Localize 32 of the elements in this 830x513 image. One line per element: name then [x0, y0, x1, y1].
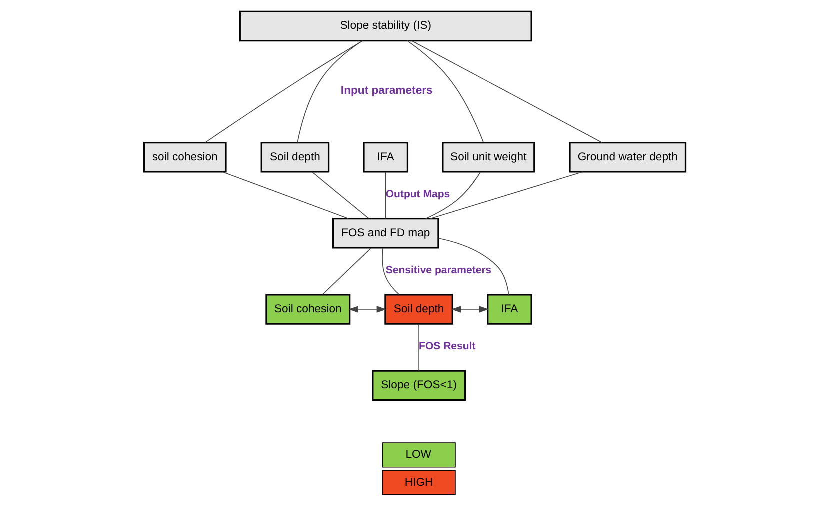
connector [425, 172, 482, 220]
connector [418, 324, 420, 372]
node-box: Slope stability (IS) [239, 10, 532, 42]
connector [430, 172, 584, 220]
connector [385, 172, 386, 220]
connector [222, 172, 349, 220]
connector [411, 40, 603, 144]
node-box: Soil depth [384, 294, 454, 325]
node-box: soil cohesion [143, 142, 227, 173]
arrow [348, 306, 387, 313]
legend-label: LOW [406, 449, 432, 462]
connector [204, 40, 364, 144]
edge-label: FOS Result [419, 340, 476, 353]
connector [312, 172, 370, 220]
node-box: IFA [487, 294, 532, 325]
edge-label: Output Maps [386, 188, 450, 200]
connector [407, 40, 484, 143]
label: Input parameters [340, 84, 433, 97]
node-box: FOS and FD map [332, 218, 440, 249]
node-box: Soil cohesion [266, 294, 351, 325]
node-box: IFA [363, 142, 409, 173]
node-box: Soil unit weight [442, 142, 536, 173]
connector [382, 248, 400, 296]
connector [297, 40, 363, 143]
node-box: Soil depth [260, 142, 330, 173]
legend-label: HIGH [404, 476, 434, 489]
connector [322, 248, 372, 296]
arrow [451, 306, 489, 313]
edge-label: Sensitive parameters [386, 264, 492, 276]
node-box: Ground water depth [569, 142, 687, 173]
node-box: Slope (FOS<1) [372, 370, 466, 401]
connector [438, 238, 510, 296]
